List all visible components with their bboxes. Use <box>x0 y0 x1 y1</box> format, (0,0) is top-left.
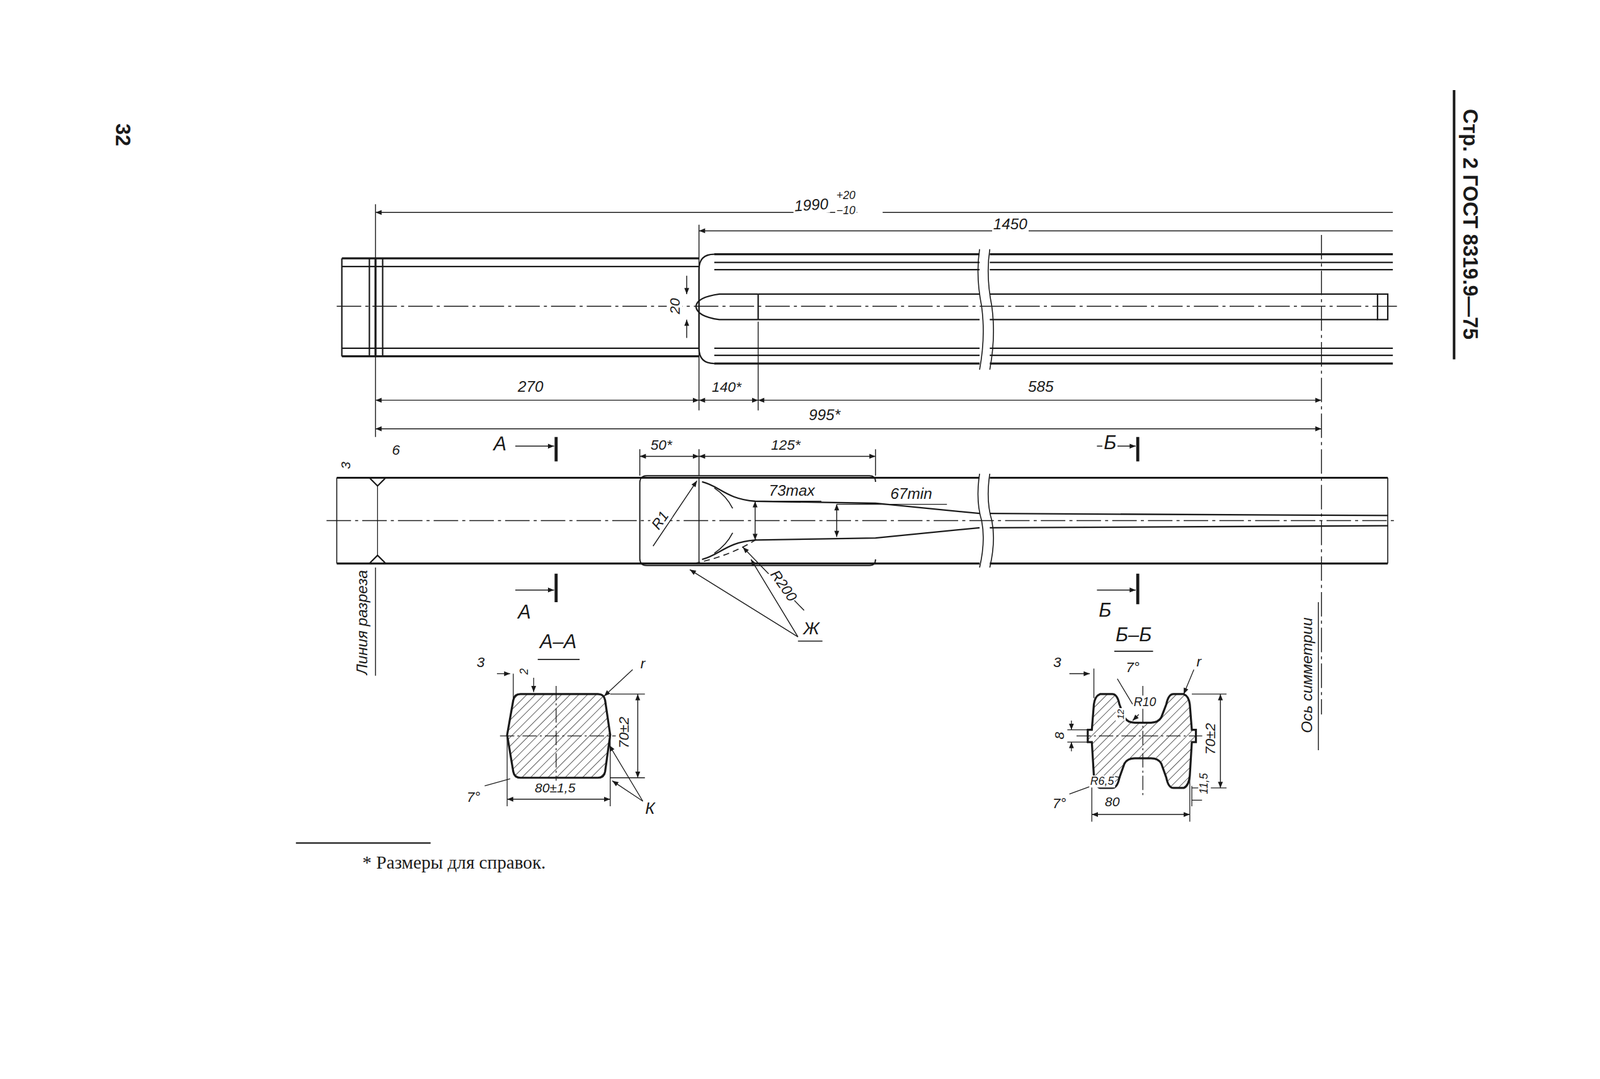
dimension-label: 70±2 <box>615 715 632 750</box>
dimension-label: 585 <box>1026 378 1056 396</box>
dimension-label: 11,5 <box>1198 771 1211 795</box>
dimension-label: Б <box>1097 599 1113 622</box>
dimension-label: 80 <box>1103 794 1121 810</box>
dimension-label: 3 <box>1051 654 1063 671</box>
dimension-label: 20 <box>666 296 683 315</box>
dimension-label: 7° <box>1124 659 1141 676</box>
dimension-label: +20 <box>835 189 857 203</box>
dimension-label: 1450 <box>992 216 1029 234</box>
dimension-label: r <box>639 655 647 671</box>
dimension-label: Б <box>1102 432 1118 454</box>
dimension-label: r <box>1195 653 1204 669</box>
dimension-label: R6,5 <box>1089 775 1116 789</box>
dimension-label: 3 <box>338 460 353 471</box>
dimension-label: Линия разреза <box>354 568 372 676</box>
dimension-label: 3 <box>475 654 487 671</box>
dimension-label: Б–Б <box>1114 624 1153 646</box>
dimension-label: 995* <box>807 406 842 424</box>
dimension-label: R200 <box>766 566 801 606</box>
dimension-label: К <box>643 799 656 818</box>
page-header: Стр. 2 ГОСТ 8319.9—75 <box>1458 107 1481 341</box>
dimension-label: 80±1,5 <box>533 780 577 795</box>
dimension-label: 2 <box>518 667 532 676</box>
dimension-label: Ось симметрии <box>1298 616 1316 735</box>
dimension-label: А <box>492 433 509 455</box>
dimension-label: 70±2 <box>1202 721 1219 756</box>
dimension-label: А–А <box>538 631 578 653</box>
dimension-label: 125* <box>769 437 802 453</box>
page-header: 32 <box>111 122 135 148</box>
dimension-label: R1 <box>647 507 673 533</box>
dimension-label: 6 <box>390 442 402 458</box>
dimension-label: 50* <box>649 437 674 453</box>
dimension-label: 8 <box>1051 730 1067 741</box>
dimension-label: 140* <box>710 378 743 395</box>
dimension-label: 12 <box>1115 708 1126 721</box>
footnote: * Размеры для справок. <box>360 852 547 873</box>
dimension-label: −10 <box>835 205 857 218</box>
dimension-label: Ж <box>801 619 821 639</box>
dimension-label: 270 <box>516 378 545 396</box>
dimension-label: 67min <box>889 485 934 503</box>
dimension-label: А <box>516 601 533 623</box>
dimension-label: 7° <box>1051 794 1068 811</box>
dimension-label: 1990 <box>792 195 831 215</box>
dimension-label: 7° <box>465 789 482 806</box>
dimension-label: R10 <box>1132 695 1158 709</box>
dimension-label: 73max <box>767 482 817 500</box>
